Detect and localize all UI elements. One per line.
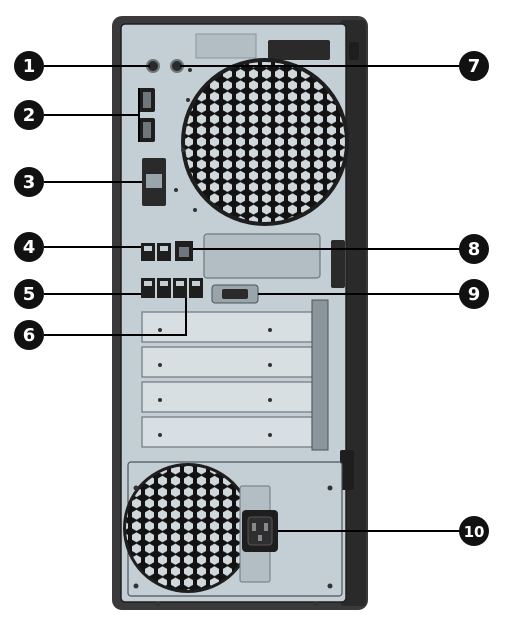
top-handle-slot bbox=[268, 40, 330, 60]
callout-3: 3 bbox=[14, 167, 44, 197]
callout-markers: 1 2 3 4 5 6 7 8 9 10 bbox=[14, 51, 489, 546]
callout-number: 2 bbox=[23, 105, 36, 126]
callout-10: 10 bbox=[459, 516, 489, 546]
callout-number: 7 bbox=[468, 56, 481, 77]
callout-circle bbox=[14, 232, 44, 262]
callout-7: 7 bbox=[459, 51, 489, 81]
callout-number: 5 bbox=[23, 284, 36, 305]
usb-ports-upper bbox=[141, 243, 171, 261]
padlock-loop bbox=[349, 42, 359, 60]
power-cord-connector bbox=[242, 510, 278, 552]
callout-circle bbox=[14, 279, 44, 309]
callout-6: 6 bbox=[14, 320, 44, 350]
callout-circle bbox=[459, 516, 489, 546]
ethernet-port bbox=[175, 241, 193, 261]
callout-number: 10 bbox=[464, 523, 485, 541]
audio-jacks bbox=[146, 59, 184, 73]
callout-circle bbox=[14, 320, 44, 350]
top-recess bbox=[195, 33, 257, 59]
psu-fan-grille bbox=[123, 463, 253, 593]
callout-5: 5 bbox=[14, 279, 44, 309]
rear-fan-grille bbox=[181, 58, 349, 226]
callout-circle bbox=[459, 279, 489, 309]
callout-number: 9 bbox=[468, 284, 481, 305]
callout-number: 4 bbox=[23, 237, 36, 258]
callout-2: 2 bbox=[14, 100, 44, 130]
callout-number: 3 bbox=[23, 172, 36, 193]
callout-1: 1 bbox=[14, 51, 44, 81]
callout-number: 6 bbox=[23, 325, 36, 346]
callout-circle bbox=[14, 100, 44, 130]
callout-8: 8 bbox=[459, 234, 489, 264]
displayport-connectors bbox=[139, 88, 155, 142]
expansion-latch bbox=[331, 240, 345, 288]
callout-9: 9 bbox=[459, 279, 489, 309]
callout-circle bbox=[14, 167, 44, 197]
leader-lines bbox=[44, 65, 462, 532]
upper-bracket bbox=[203, 233, 321, 279]
side-latch bbox=[340, 450, 354, 490]
serial-port bbox=[211, 284, 259, 304]
callout-4: 4 bbox=[14, 232, 44, 262]
callout-circle bbox=[14, 51, 44, 81]
expansion-slot-covers bbox=[141, 311, 313, 448]
slot-retainer bbox=[311, 299, 329, 451]
callout-number: 1 bbox=[23, 56, 36, 77]
usb-ports-lower bbox=[141, 278, 203, 298]
callout-circle bbox=[459, 51, 489, 81]
callout-number: 8 bbox=[468, 239, 481, 260]
callout-circle bbox=[459, 234, 489, 264]
